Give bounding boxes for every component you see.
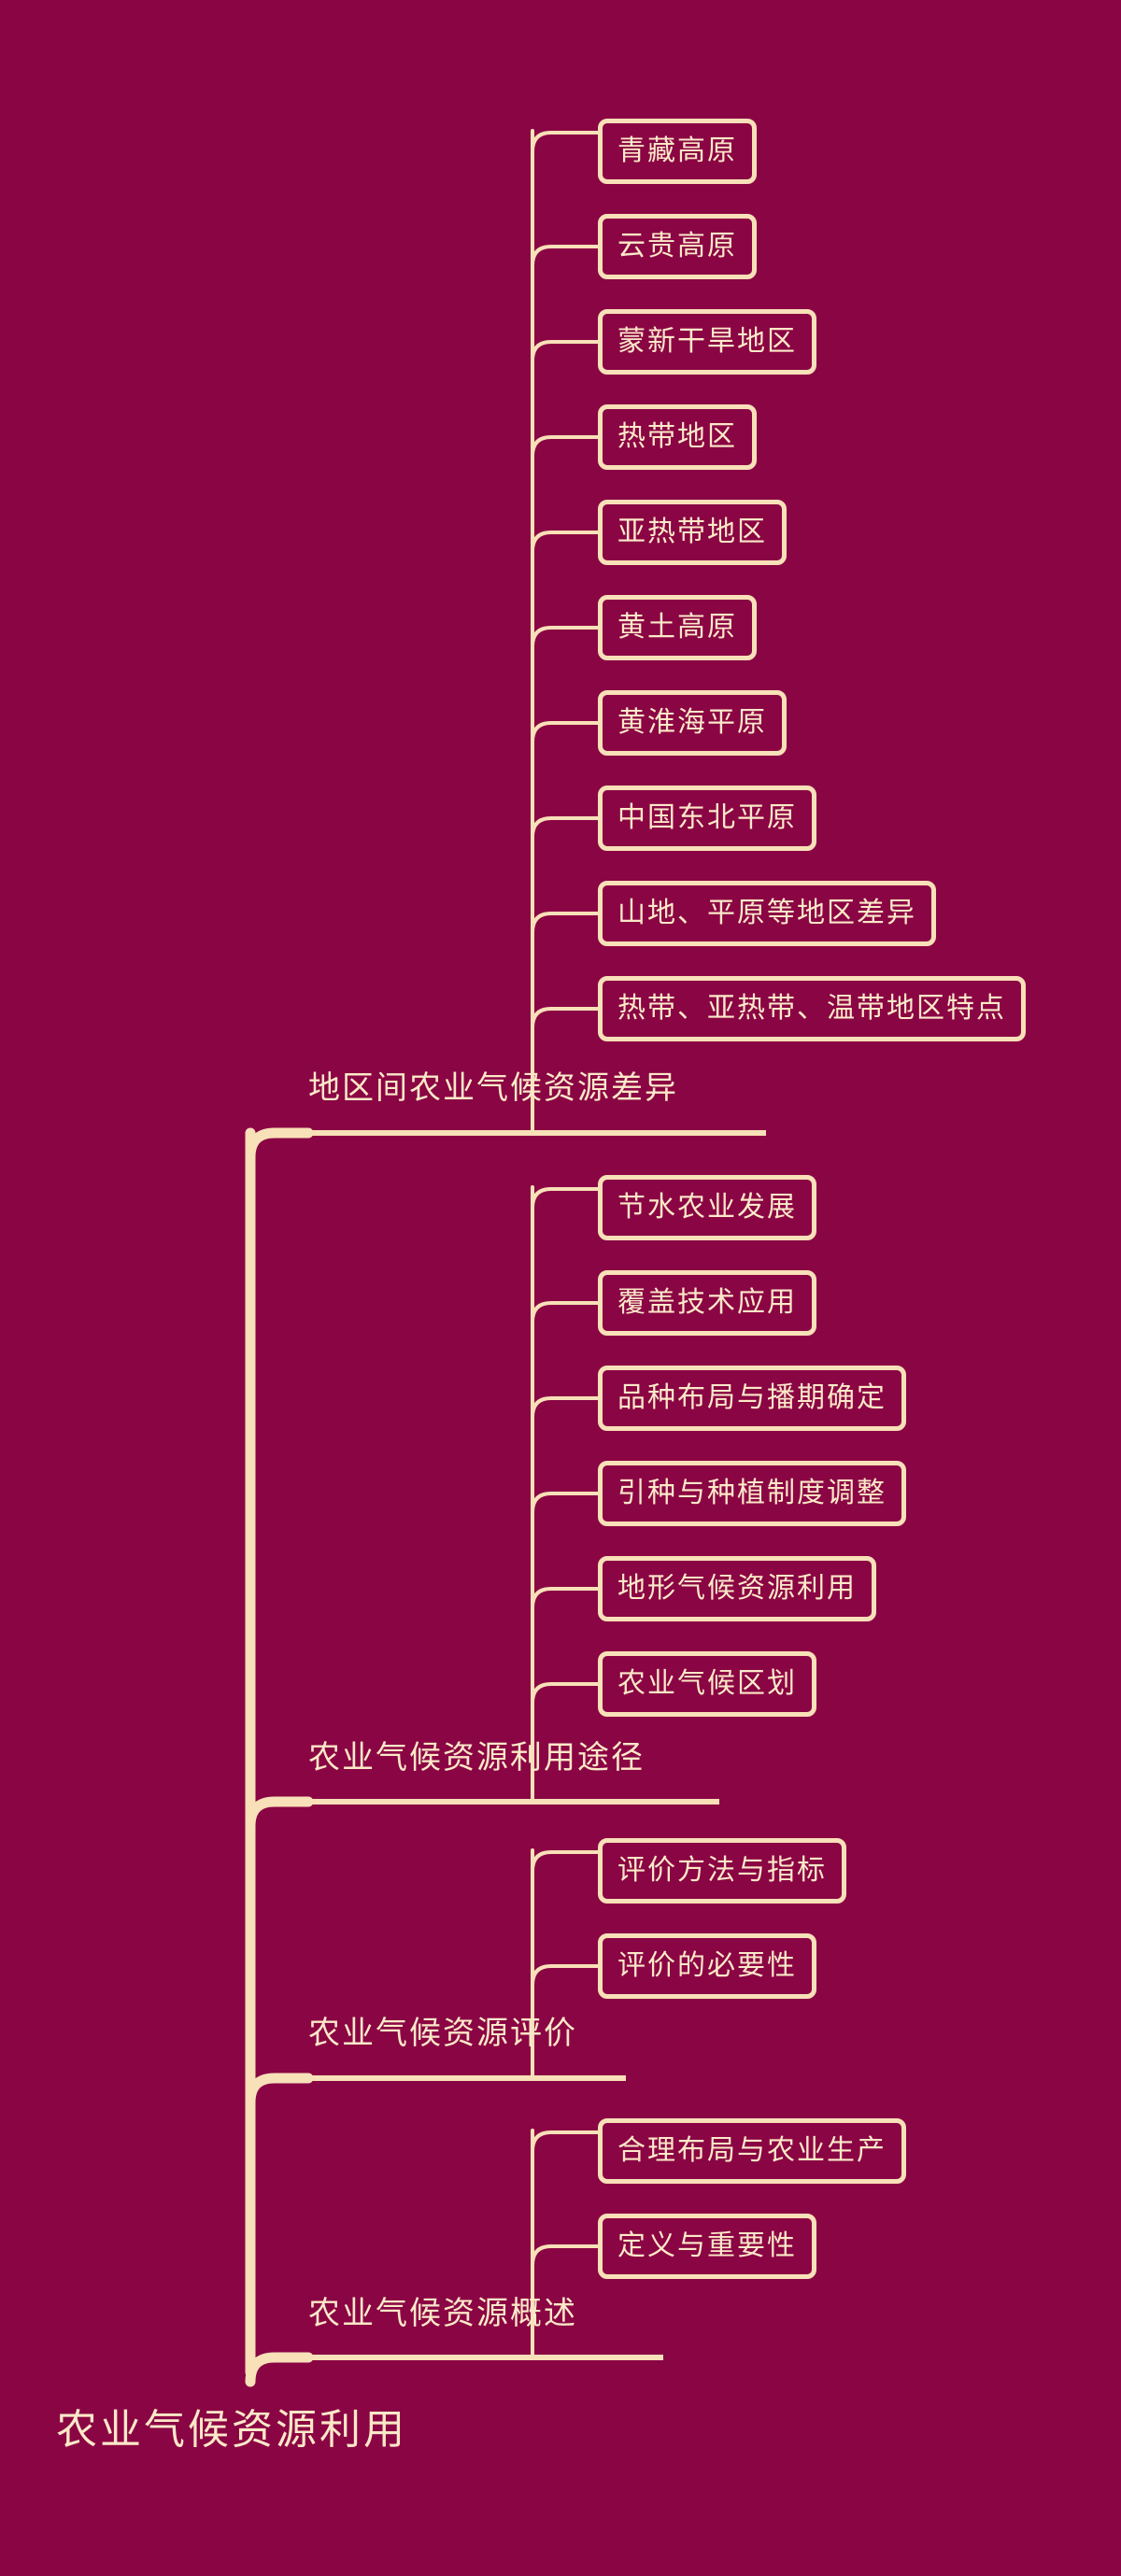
- leaf-node[interactable]: 亚热带地区: [598, 500, 787, 565]
- leaf-node[interactable]: 云贵高原: [598, 214, 757, 279]
- leaf-node-label: 定义与重要性: [617, 2229, 797, 2262]
- leaf-node[interactable]: 节水农业发展: [598, 1175, 816, 1240]
- leaf-node-label: 山地、平原等地区差异: [617, 897, 916, 929]
- leaf-node-label: 引种与种植制度调整: [617, 1477, 887, 1509]
- leaf-node-label: 合理布局与农业生产: [617, 2134, 887, 2167]
- leaf-node-label: 黄土高原: [617, 611, 737, 644]
- leaf-node[interactable]: 覆盖技术应用: [598, 1270, 816, 1336]
- leaf-node-label: 节水农业发展: [617, 1191, 797, 1224]
- leaf-node[interactable]: 农业气候区划: [598, 1651, 816, 1717]
- branch-label[interactable]: 农业气候资源概述: [308, 2295, 577, 2332]
- leaf-node[interactable]: 引种与种植制度调整: [598, 1461, 906, 1526]
- leaf-node-label: 亚热带地区: [617, 516, 767, 548]
- leaf-node[interactable]: 合理布局与农业生产: [598, 2118, 906, 2184]
- branch-label[interactable]: 农业气候资源评价: [308, 2015, 577, 2052]
- leaf-node-label: 黄淮海平原: [617, 706, 767, 739]
- branch-label[interactable]: 地区间农业气候资源差异: [308, 1069, 678, 1107]
- leaf-node[interactable]: 评价方法与指标: [598, 1838, 846, 1904]
- leaf-node[interactable]: 蒙新干旱地区: [598, 309, 816, 375]
- leaf-node[interactable]: 地形气候资源利用: [598, 1556, 876, 1621]
- branch-underline: [308, 1130, 766, 1136]
- leaf-node-label: 热带地区: [617, 420, 737, 453]
- leaf-node-label: 品种布局与播期确定: [617, 1381, 887, 1414]
- branch-underline: [308, 1799, 719, 1805]
- leaf-node[interactable]: 定义与重要性: [598, 2214, 816, 2279]
- leaf-node-label: 覆盖技术应用: [617, 1286, 797, 1319]
- leaf-node-label: 热带、亚热带、温带地区特点: [617, 992, 1006, 1025]
- leaf-node-label: 评价方法与指标: [617, 1854, 827, 1887]
- leaf-node-label: 地形气候资源利用: [617, 1572, 857, 1605]
- leaf-node-label: 农业气候区划: [617, 1667, 797, 1700]
- branch-underline: [308, 2355, 663, 2360]
- leaf-node[interactable]: 黄淮海平原: [598, 690, 787, 756]
- leaf-node[interactable]: 热带、亚热带、温带地区特点: [598, 976, 1026, 1041]
- branch-label[interactable]: 农业气候资源利用途径: [308, 1739, 645, 1776]
- leaf-node[interactable]: 黄土高原: [598, 595, 757, 660]
- leaf-node-label: 云贵高原: [617, 230, 737, 262]
- leaf-node[interactable]: 中国东北平原: [598, 786, 816, 851]
- leaf-node-label: 评价的必要性: [617, 1949, 797, 1982]
- leaf-node[interactable]: 青藏高原: [598, 119, 757, 184]
- root-node[interactable]: 农业气候资源利用: [56, 2406, 407, 2454]
- leaf-node-label: 青藏高原: [617, 134, 737, 167]
- branch-underline: [308, 2075, 626, 2081]
- leaf-node-label: 中国东北平原: [617, 801, 797, 834]
- leaf-node-label: 蒙新干旱地区: [617, 325, 797, 358]
- leaf-node[interactable]: 热带地区: [598, 404, 757, 470]
- leaf-node[interactable]: 品种布局与播期确定: [598, 1366, 906, 1431]
- leaf-node[interactable]: 评价的必要性: [598, 1933, 816, 1999]
- leaf-node[interactable]: 山地、平原等地区差异: [598, 881, 936, 946]
